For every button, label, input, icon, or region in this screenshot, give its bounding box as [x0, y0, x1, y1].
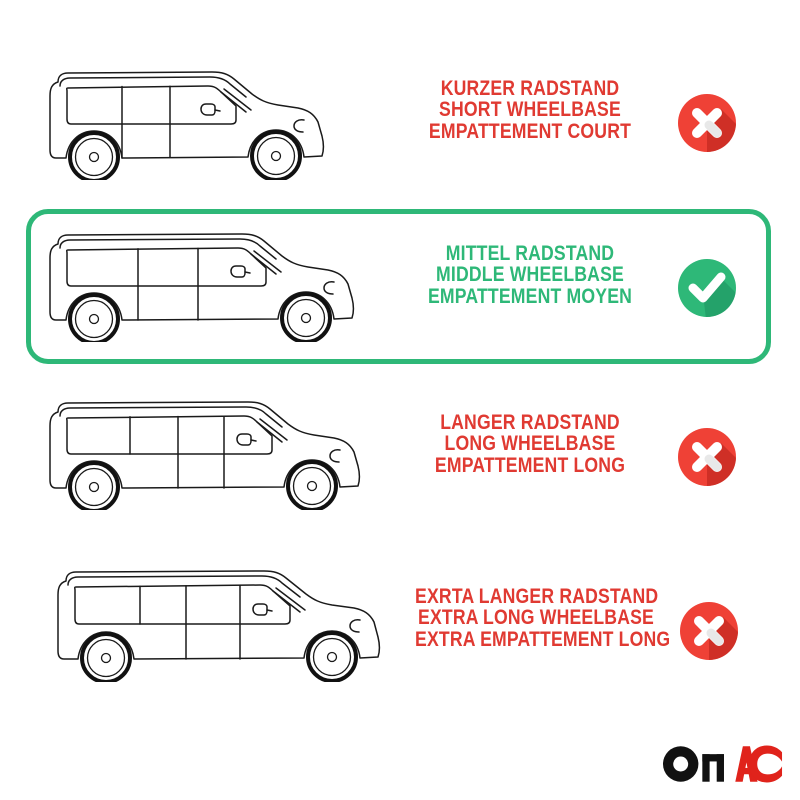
check-circle-icon[interactable]	[676, 257, 738, 319]
label-line-fr: EMPATTEMENT MOYEN	[427, 284, 633, 308]
label-line-de: EXRTA LANGER RADSTAND	[415, 585, 659, 608]
omac-logo	[662, 744, 783, 786]
omac-logo-letter-c	[749, 745, 783, 783]
cross-circle-icon[interactable]	[676, 92, 738, 154]
label-line-en: LONG WHEELBASE	[444, 432, 616, 456]
label-line-de: LANGER RADSTAND	[440, 411, 620, 434]
label-line-fr: EXTRA EMPATTEMENT LONG	[415, 627, 671, 651]
wheelbase-label-short: KURZER RADSTAND SHORT WHEELBASE EMPATTEM…	[400, 77, 660, 143]
van-middle-wheelbase	[46, 222, 386, 342]
label-line-en: SHORT WHEELBASE	[439, 98, 621, 122]
label-line-en: EXTRA LONG WHEELBASE	[418, 606, 654, 630]
wheelbase-option-row[interactable]: LANGER RADSTAND LONG WHEELBASE EMPATTEME…	[0, 377, 800, 552]
label-line-de: KURZER RADSTAND	[440, 77, 620, 100]
label-line-fr: EMPATTEMENT COURT	[428, 119, 632, 143]
cross-circle-icon[interactable]	[678, 600, 740, 662]
wheelbase-option-row[interactable]: EXRTA LANGER RADSTAND EXTRA LONG WHEELBA…	[0, 552, 800, 737]
selected-option-highlight	[26, 209, 771, 364]
wheelbase-option-row[interactable]: KURZER RADSTAND SHORT WHEELBASE EMPATTEM…	[0, 0, 800, 195]
label-line-de: MITTEL RADSTAND	[445, 242, 615, 265]
van-extra-long-wheelbase	[52, 557, 412, 682]
cross-circle-icon[interactable]	[676, 426, 738, 488]
wheelbase-option-row[interactable]: MITTEL RADSTAND MIDDLE WHEELBASE EMPATTE…	[0, 195, 800, 377]
omac-logo-letter-m	[702, 754, 724, 782]
van-short-wheelbase	[46, 60, 366, 180]
label-line-en: MIDDLE WHEELBASE	[436, 263, 624, 287]
wheelbase-label-extra-long: EXRTA LANGER RADSTAND EXTRA LONG WHEELBA…	[392, 585, 680, 651]
van-long-wheelbase	[46, 390, 391, 510]
wheelbase-label-middle: MITTEL RADSTAND MIDDLE WHEELBASE EMPATTE…	[400, 242, 660, 308]
label-line-fr: EMPATTEMENT LONG	[434, 453, 626, 477]
wheelbase-label-long: LANGER RADSTAND LONG WHEELBASE EMPATTEME…	[400, 411, 660, 477]
omac-logo-letter-o	[662, 746, 699, 782]
